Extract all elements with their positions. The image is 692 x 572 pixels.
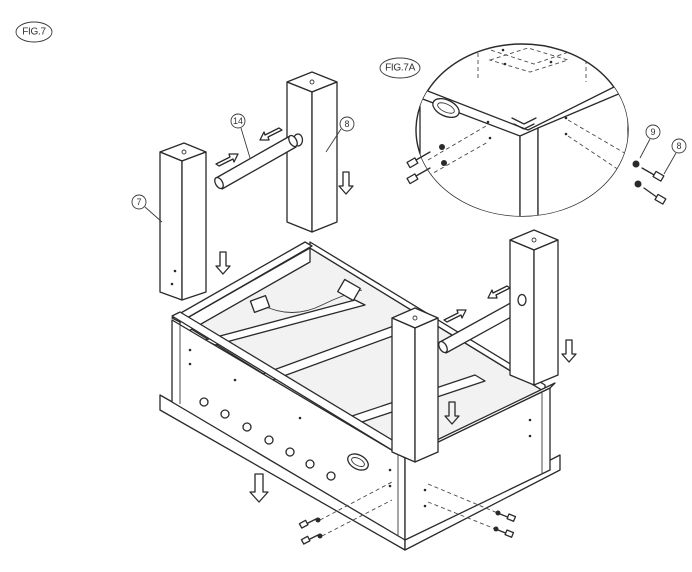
left-end-rim bbox=[171, 241, 313, 323]
callout-rod: 14 bbox=[230, 113, 251, 159]
detail-bolts-right bbox=[632, 160, 667, 205]
callout-detail-bolt-text: 8 bbox=[676, 141, 681, 151]
fig7-label-text: FIG.7 bbox=[22, 27, 46, 38]
inner-bracket bbox=[337, 278, 361, 302]
arrow-down-right-leg bbox=[561, 339, 577, 363]
callout-rod-text: 14 bbox=[233, 116, 243, 126]
callout-detail-bolt: 8 bbox=[663, 138, 687, 175]
detail-post bbox=[519, 127, 539, 216]
fig7a-label-text: FIG.7A bbox=[385, 63, 416, 74]
leg-left-front bbox=[159, 151, 183, 301]
direction-arrows bbox=[215, 127, 577, 503]
leg-center-bottom-front bbox=[391, 317, 416, 463]
callout-leg-left-text: 7 bbox=[136, 197, 141, 207]
arrow-rod-bottom-2 bbox=[487, 285, 511, 299]
fig7-label: FIG.7 bbox=[15, 21, 53, 43]
arrow-down-center-bottom-leg bbox=[444, 401, 460, 425]
bolts-front bbox=[298, 481, 517, 545]
callout-detail-washer-text: 9 bbox=[650, 127, 655, 137]
arrow-rod-bottom-1 bbox=[443, 309, 467, 323]
callout-leg-right-text: 8 bbox=[344, 119, 349, 129]
leg-right-side bbox=[533, 239, 559, 386]
front-wall-dots bbox=[188, 348, 532, 508]
arrow-rod-top-1 bbox=[215, 153, 239, 167]
leg-right-front bbox=[509, 239, 535, 386]
leg-center-top-side bbox=[311, 81, 338, 233]
leg-center-bottom-side bbox=[414, 317, 439, 463]
leg-center-bottom bbox=[391, 307, 439, 463]
callout-detail-washer: 9 bbox=[639, 124, 661, 159]
table-cabinet bbox=[159, 241, 561, 551]
leg-right bbox=[509, 229, 559, 386]
callout-leg-left: 7 bbox=[131, 194, 163, 223]
detail-fig7a: 9 8 bbox=[406, 43, 687, 217]
leg-left bbox=[159, 142, 207, 301]
arrow-down-center-leg bbox=[338, 171, 354, 195]
detail-bolts-left bbox=[406, 144, 447, 185]
inner-bracket-2 bbox=[249, 294, 271, 314]
front-wall-rod-holes bbox=[199, 397, 336, 481]
arrow-down-table bbox=[249, 473, 269, 503]
leg-center-top-front bbox=[286, 81, 313, 233]
bolt-set-front-right bbox=[493, 510, 517, 538]
arrow-rod-top-2 bbox=[259, 127, 283, 141]
rod-top bbox=[214, 134, 298, 190]
bolt-set-front-left bbox=[298, 517, 323, 545]
leg-left-side bbox=[181, 151, 207, 301]
callout-leg-right: 8 bbox=[325, 116, 355, 153]
fig7a-label: FIG.7A bbox=[379, 57, 421, 79]
arrow-down-left-leg bbox=[215, 251, 231, 275]
leg-center-top bbox=[286, 71, 338, 233]
rod-top-body bbox=[215, 135, 297, 190]
goal-slot bbox=[347, 453, 369, 471]
